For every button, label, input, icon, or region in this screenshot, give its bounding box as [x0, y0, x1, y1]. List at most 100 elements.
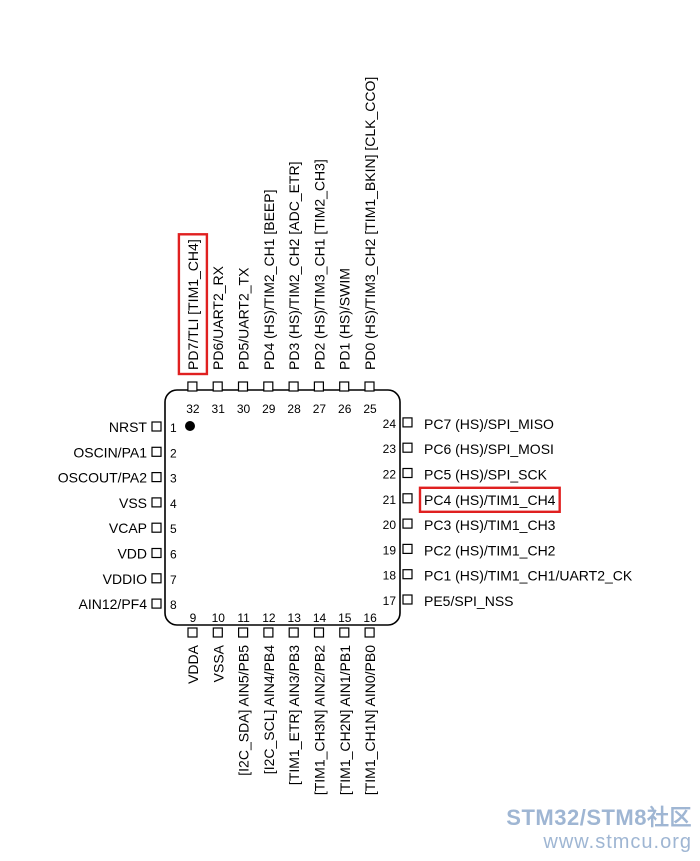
pin-pad [402, 442, 413, 453]
pin-label: VSSA [210, 644, 226, 682]
pin-pad [288, 381, 299, 392]
pin-pad [339, 627, 350, 638]
pin-pad [288, 627, 299, 638]
pin-pad [263, 627, 274, 638]
pin-pad [187, 627, 198, 638]
pin-label: VSS [119, 495, 147, 511]
pin-number: 1 [170, 421, 177, 435]
pin-number: 22 [383, 468, 397, 482]
pin-pad [151, 522, 162, 533]
pin-number: 13 [288, 611, 302, 625]
pin-label: PC2 (HS)/TIM1_CH2 [424, 542, 556, 558]
pin-pad [187, 381, 198, 392]
pin-label: PE5/SPI_NSS [424, 593, 514, 609]
pin-label: VDD [117, 546, 147, 562]
pin-number: 31 [212, 402, 226, 416]
pin-number: 12 [262, 611, 276, 625]
pin1-marker-dot [185, 421, 195, 431]
pin-number: 24 [383, 417, 397, 431]
pin-pad [313, 381, 324, 392]
pin-number: 10 [212, 611, 226, 625]
pin-label: PC5 (HS)/SPI_SCK [424, 467, 548, 483]
pin-pad [151, 598, 162, 609]
pin-label: PC3 (HS)/TIM1_CH3 [424, 517, 556, 533]
pin-pad [212, 381, 223, 392]
pin-pad [151, 446, 162, 457]
pin-label: PD5/UART2_TX [236, 267, 252, 370]
pin-label: VCAP [109, 520, 147, 536]
pin-number: 18 [383, 569, 397, 583]
highlight-box [177, 233, 209, 376]
pin-label: [TIM1_CH3N] AIN2/PB2 [312, 645, 328, 795]
pin-number: 23 [383, 442, 397, 456]
pin-number: 4 [170, 497, 177, 511]
pin-number: 5 [170, 522, 177, 536]
pin-number: 2 [170, 446, 177, 460]
pin-pad [313, 627, 325, 638]
pin-number: 25 [363, 402, 377, 416]
pin-number: 9 [190, 611, 197, 625]
pin-pad [151, 472, 162, 483]
pin-number: 8 [170, 598, 177, 612]
pin-number: 11 [237, 611, 250, 625]
pin-label: VDDA [185, 644, 201, 684]
pin-number: 30 [237, 402, 251, 416]
pin-label: PD4 (HS)/TIM2_CH1 [BEEP] [261, 190, 277, 371]
pin-number: 3 [170, 472, 177, 486]
pin-pad [364, 381, 375, 392]
pin-pad [402, 543, 413, 555]
pin-label: [TIM1_CH1N] AIN0/PB0 [362, 645, 378, 795]
pin-number: 29 [262, 402, 276, 416]
pin-label: AIN12/PF4 [79, 596, 148, 612]
pin-label: VDDIO [103, 571, 147, 587]
pin-number: 28 [287, 402, 301, 416]
pin-number: 14 [313, 611, 327, 625]
pin-pad [402, 518, 413, 529]
pin-label: [TIM1_ETR] AIN3/PB3 [286, 645, 302, 785]
pin-label: [I2C_SDA] AIN5/PB5 [236, 645, 252, 776]
pin-label: PD6/UART2_RX [210, 265, 226, 370]
highlight-box [418, 486, 561, 513]
pin-label: NRST [109, 419, 148, 435]
pin-label: OSCOUT/PA2 [58, 470, 147, 486]
pin-number: 19 [383, 543, 397, 557]
pin-number: 21 [383, 493, 397, 507]
pin-pad [151, 573, 162, 584]
chip-body [164, 389, 401, 626]
pin-number: 16 [363, 611, 377, 625]
pin-pad [237, 381, 249, 392]
pin-label: PD2 (HS)/TIM3_CH1 [TIM2_CH3] [311, 159, 327, 370]
pin-label: PC7 (HS)/SPI_MISO [424, 416, 554, 432]
pin-pad [402, 417, 413, 428]
pin-pad [339, 381, 350, 392]
pin-pad [212, 627, 223, 638]
pin-pad [238, 627, 249, 638]
pin-pad [402, 493, 413, 504]
pin-pad [364, 627, 375, 638]
watermark-title: STM32/STM8社区 [506, 805, 692, 830]
pin-label: [I2C_SCL] AIN4/PB4 [261, 645, 277, 774]
pin-number: 17 [383, 594, 397, 608]
pin-label: PD3 (HS)/TIM2_CH2 [ADC_ETR] [286, 162, 302, 370]
pin-label: [TIM1_CH2N] AIN1/PB1 [337, 645, 353, 795]
pin-label: PC6 (HS)/SPI_MOSI [424, 441, 554, 457]
pin-number: 15 [338, 611, 352, 625]
pin-number: 7 [170, 573, 177, 587]
pin-label: PC1 (HS)/TIM1_CH1/UART2_CK [424, 568, 633, 584]
pin-pad [151, 497, 162, 508]
pin-label: PD0 (HS)/TIM3_CH2 [TIM1_BKIN] [CLK_CCO] [362, 77, 378, 370]
pin-number: 32 [186, 402, 200, 416]
pin-pad [402, 594, 413, 605]
pin-pad [151, 547, 162, 559]
pin-pad [402, 569, 413, 580]
pin-number: 6 [170, 548, 177, 562]
pin-label: OSCIN/PA1 [73, 444, 147, 460]
pin-label: PD7/TLI [TIM1_CH4] [185, 239, 201, 370]
pin-number: 20 [383, 518, 397, 532]
watermark-url: www.stmcu.org [543, 831, 692, 853]
pin-number: 27 [313, 402, 327, 416]
pin-number: 26 [338, 402, 352, 416]
pin-label: PD1 (HS)/SWIM [337, 268, 353, 370]
watermark: STM32/STM8社区 www.stmcu.org [506, 805, 692, 853]
